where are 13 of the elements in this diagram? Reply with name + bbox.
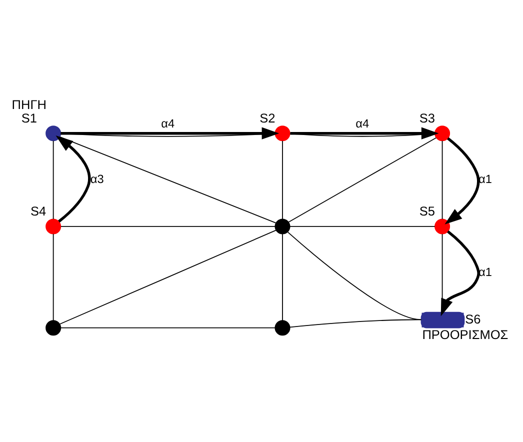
edge-label: α3	[90, 172, 104, 186]
edge-label: α1	[478, 265, 492, 280]
node-label: S1	[21, 110, 37, 126]
node-label: S3	[419, 110, 436, 126]
node-label: ΠΗΓΗ	[12, 96, 46, 112]
node-label: S5	[419, 204, 436, 219]
node-label: S4	[30, 204, 46, 219]
edge-label: α4	[356, 116, 370, 130]
node-label: ΠΡΟΟΡΙΣΜΟΣ	[422, 326, 508, 342]
node-label: S6	[465, 311, 481, 326]
node-label: S2	[260, 110, 276, 126]
edge-label: α4	[161, 116, 175, 130]
edge-label: α1	[478, 172, 492, 186]
